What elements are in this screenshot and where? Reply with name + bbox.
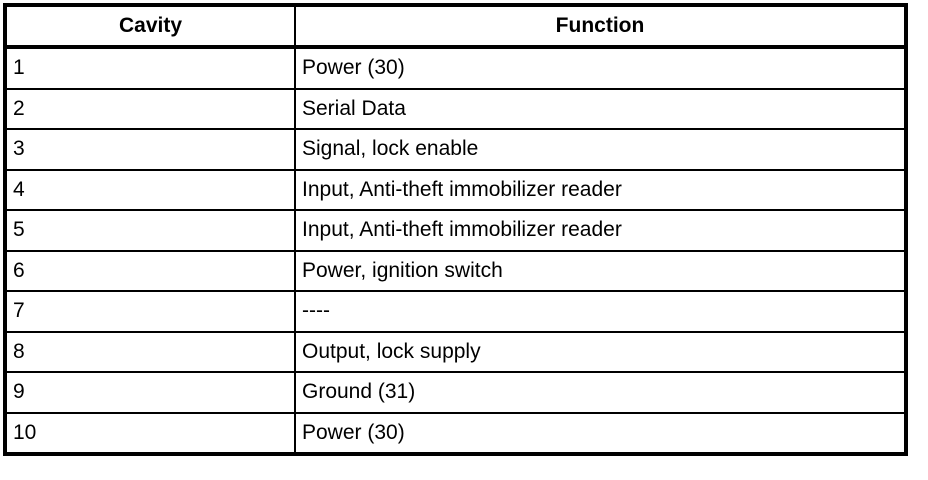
table-row: 5 Input, Anti-theft immobilizer reader [4,209,907,252]
cavity-cell: 1 [4,46,296,90]
function-cell: Input, Anti-theft immobilizer reader [294,168,907,211]
table-row: 3 Signal, lock enable [4,128,907,171]
table-row: 8 Output, lock supply [4,330,907,373]
table-row: 9 Ground (31) [4,371,907,414]
column-header-function: Function [294,5,907,49]
table-row: 2 Serial Data [4,87,907,130]
table-row: 7 ---- [4,290,907,333]
cavity-cell: 7 [4,290,296,333]
function-cell: Output, lock supply [294,330,907,373]
function-cell: Signal, lock enable [294,128,907,171]
function-cell: Ground (31) [294,371,907,414]
table-header-row: Cavity Function [4,5,907,49]
table-row: 4 Input, Anti-theft immobilizer reader [4,168,907,211]
cavity-cell: 6 [4,249,296,292]
function-cell: Input, Anti-theft immobilizer reader [294,209,907,252]
function-cell: Serial Data [294,87,907,130]
cavity-cell: 3 [4,128,296,171]
cavity-function-table: Cavity Function 1 Power (30) 2 Serial Da… [3,3,908,456]
cavity-cell: 2 [4,87,296,130]
table-row: 6 Power, ignition switch [4,249,907,292]
table-row: 10 Power (30) [4,411,907,455]
function-cell: Power (30) [294,46,907,90]
cavity-cell: 9 [4,371,296,414]
column-header-cavity: Cavity [4,5,296,49]
cavity-cell: 5 [4,209,296,252]
function-cell: ---- [294,290,907,333]
cavity-cell: 8 [4,330,296,373]
function-cell: Power (30) [294,411,907,455]
table-row: 1 Power (30) [4,46,907,90]
function-cell: Power, ignition switch [294,249,907,292]
cavity-cell: 4 [4,168,296,211]
cavity-cell: 10 [4,411,296,455]
